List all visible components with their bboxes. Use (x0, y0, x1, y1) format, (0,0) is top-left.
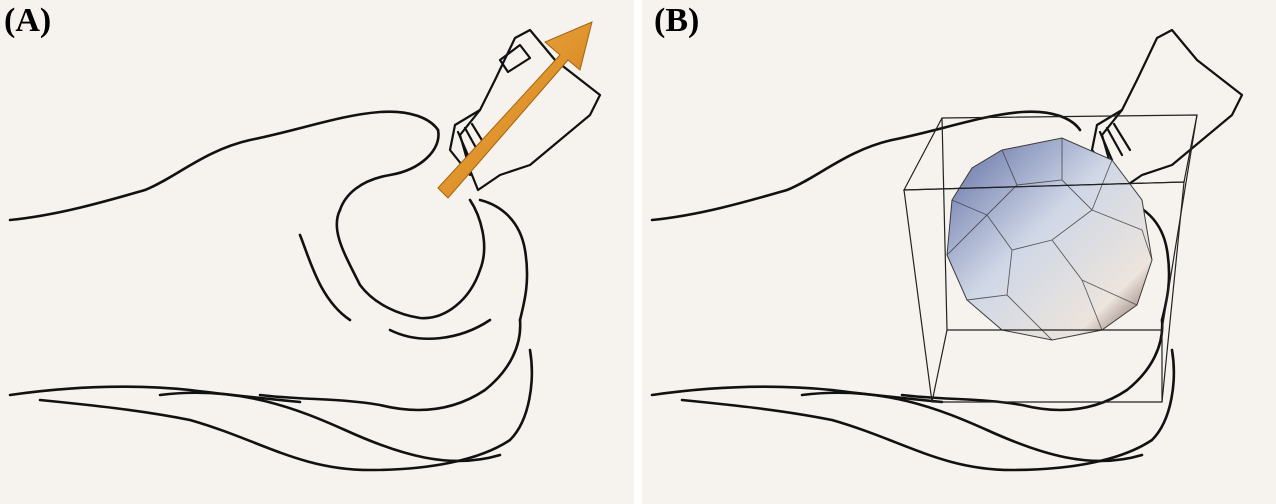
panel-a-label: (A) (4, 4, 51, 38)
hand-sketch-a (0, 0, 634, 504)
panel-a: (A) (0, 0, 634, 504)
panel-b: (B) (642, 0, 1276, 504)
panel-b-label: (B) (654, 4, 699, 38)
hand-sketch-b (642, 0, 1276, 504)
paper-background (0, 0, 634, 504)
